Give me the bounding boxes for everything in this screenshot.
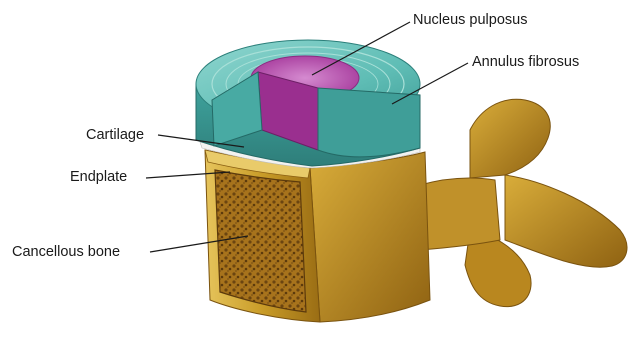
label-annulus-fibrosus: Annulus fibrosus [472, 55, 579, 70]
posterior-elements [420, 99, 627, 306]
label-cartilage: Cartilage [86, 128, 144, 143]
transverse-process [470, 99, 550, 178]
label-nucleus-pulposus: Nucleus pulposus [413, 13, 527, 28]
vertebral-body-side [310, 152, 430, 322]
intervertebral-disc [196, 40, 420, 166]
spinous-process [505, 175, 627, 267]
vertebral-body [205, 150, 430, 322]
pedicle [420, 178, 500, 250]
label-endplate: Endplate [70, 170, 127, 185]
label-cancellous-bone: Cancellous bone [12, 245, 120, 260]
disc-cut-front-annulus [318, 88, 420, 157]
cancellous-bone-section [215, 170, 306, 312]
